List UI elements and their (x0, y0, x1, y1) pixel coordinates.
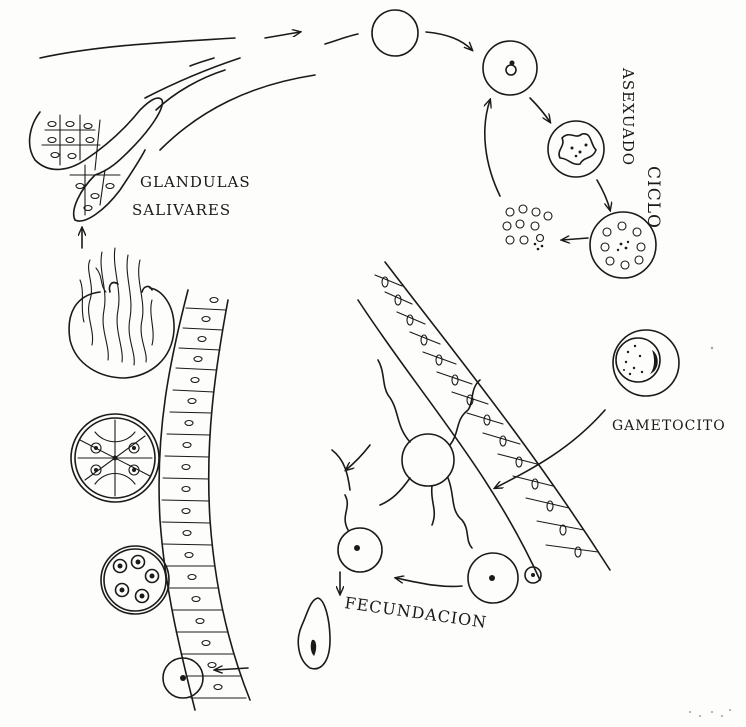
paper-speckles (689, 347, 731, 717)
label-glandulas: GLANDULAS (140, 173, 251, 191)
label-asexuado: ASEXUADO (619, 67, 637, 166)
gut-wall-left (159, 290, 250, 710)
sporozoite-stream (40, 32, 358, 150)
label-gametocito: GAMETOCITO (612, 418, 726, 434)
label-salivares: SALIVARES (132, 201, 231, 219)
cell-ring-stage (483, 41, 537, 95)
label-fecundacion: FECUNDACION (343, 593, 488, 632)
merozoites-released (503, 205, 552, 244)
label-ciclo: CICLO (643, 166, 663, 229)
oocyst-developing (71, 414, 159, 502)
exflagellation (332, 360, 480, 548)
cell-sporozoite-infected (372, 10, 418, 56)
gametocyte (495, 330, 679, 488)
zygote-entering-wall (163, 658, 248, 698)
gut-wall-right (358, 262, 610, 580)
oocyst-early (101, 546, 169, 614)
asexual-cycle (372, 10, 656, 278)
oocyst-mature (69, 248, 174, 378)
ookinete (298, 598, 330, 669)
gland-cell-nuclei (48, 122, 114, 211)
zygote-formation (338, 495, 541, 603)
